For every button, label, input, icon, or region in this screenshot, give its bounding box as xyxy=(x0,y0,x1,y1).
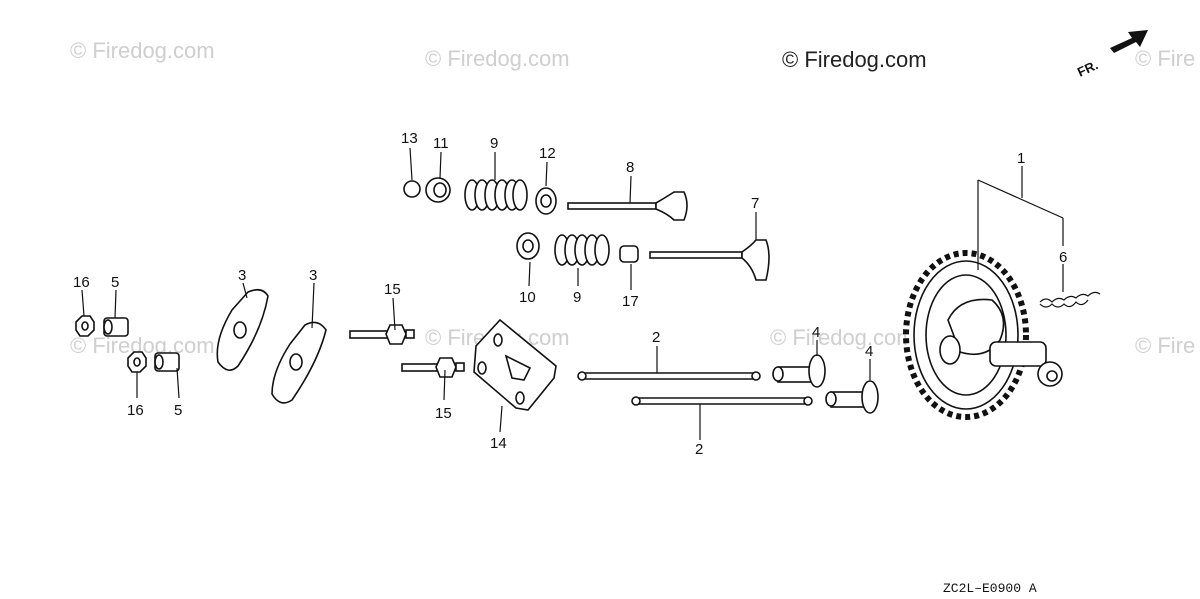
valve-lifter xyxy=(772,354,826,388)
push-rod xyxy=(631,396,813,406)
callout-16: 16 xyxy=(127,402,144,419)
intake-valve xyxy=(649,239,770,281)
watermark-faint: © Fire xyxy=(1135,333,1195,358)
watermark-faint: © Fire xyxy=(1135,46,1195,71)
callout-14: 14 xyxy=(490,435,507,452)
callout-6: 6 xyxy=(1059,249,1067,266)
callout-12: 12 xyxy=(539,145,556,162)
callout-8: 8 xyxy=(626,159,634,176)
diagram-code: ZC2L–E0900 A xyxy=(943,581,1037,596)
leader-lines xyxy=(81,147,1064,440)
callout-13: 13 xyxy=(401,130,418,147)
valve-cotter xyxy=(403,180,421,198)
callout-7: 7 xyxy=(751,195,759,212)
callout-2: 2 xyxy=(695,441,703,458)
valve-spring-lower xyxy=(554,234,610,266)
front-direction-label: FR. xyxy=(1075,57,1100,79)
callout-1: 1 xyxy=(1017,150,1025,167)
push-rod xyxy=(577,371,761,381)
valve-spring-retainer-upper xyxy=(535,187,557,215)
decompressor-spring xyxy=(1039,291,1101,308)
valve-lifter xyxy=(825,380,879,414)
watermark-faint: © Firedog.com xyxy=(425,46,570,71)
rocker-arm-nut xyxy=(75,315,95,337)
push-rod-guide-plate xyxy=(473,318,557,411)
callout-9: 9 xyxy=(490,135,498,152)
callout-15: 15 xyxy=(384,281,401,298)
watermark-main: © Firedog.com xyxy=(782,47,927,72)
rocker-arm-pivot xyxy=(103,317,129,337)
callout-10: 10 xyxy=(519,289,536,306)
callout-11: 11 xyxy=(433,135,449,152)
callout-16: 16 xyxy=(73,274,90,291)
rocker-arm-pivot xyxy=(154,352,180,372)
callout-2: 2 xyxy=(652,329,660,346)
camshaft xyxy=(939,298,1063,387)
valve-spring-retainer-lower xyxy=(516,232,540,260)
watermark-faint: © Firedog.com xyxy=(70,38,215,63)
rocker-arm xyxy=(271,321,327,404)
watermark-faint: © Firedog.com xyxy=(770,325,915,350)
callout-3: 3 xyxy=(309,267,317,284)
callout-5: 5 xyxy=(174,402,182,419)
callout-15: 15 xyxy=(435,405,452,422)
callout-5: 5 xyxy=(111,274,119,291)
callout-4: 4 xyxy=(812,324,820,341)
valve-spring-upper xyxy=(464,179,528,211)
valve-rotator xyxy=(425,177,451,203)
callout-4: 4 xyxy=(865,343,873,360)
exhaust-valve xyxy=(567,191,688,221)
callout-9: 9 xyxy=(573,289,581,306)
rocker-arm xyxy=(216,288,269,371)
rocker-arm-nut xyxy=(127,351,147,373)
rocker-arm-stud xyxy=(349,324,415,345)
valve-stem-seal xyxy=(619,245,639,263)
callout-3: 3 xyxy=(238,267,246,284)
rocker-arm-stud xyxy=(401,357,465,378)
callout-17: 17 xyxy=(622,293,639,310)
